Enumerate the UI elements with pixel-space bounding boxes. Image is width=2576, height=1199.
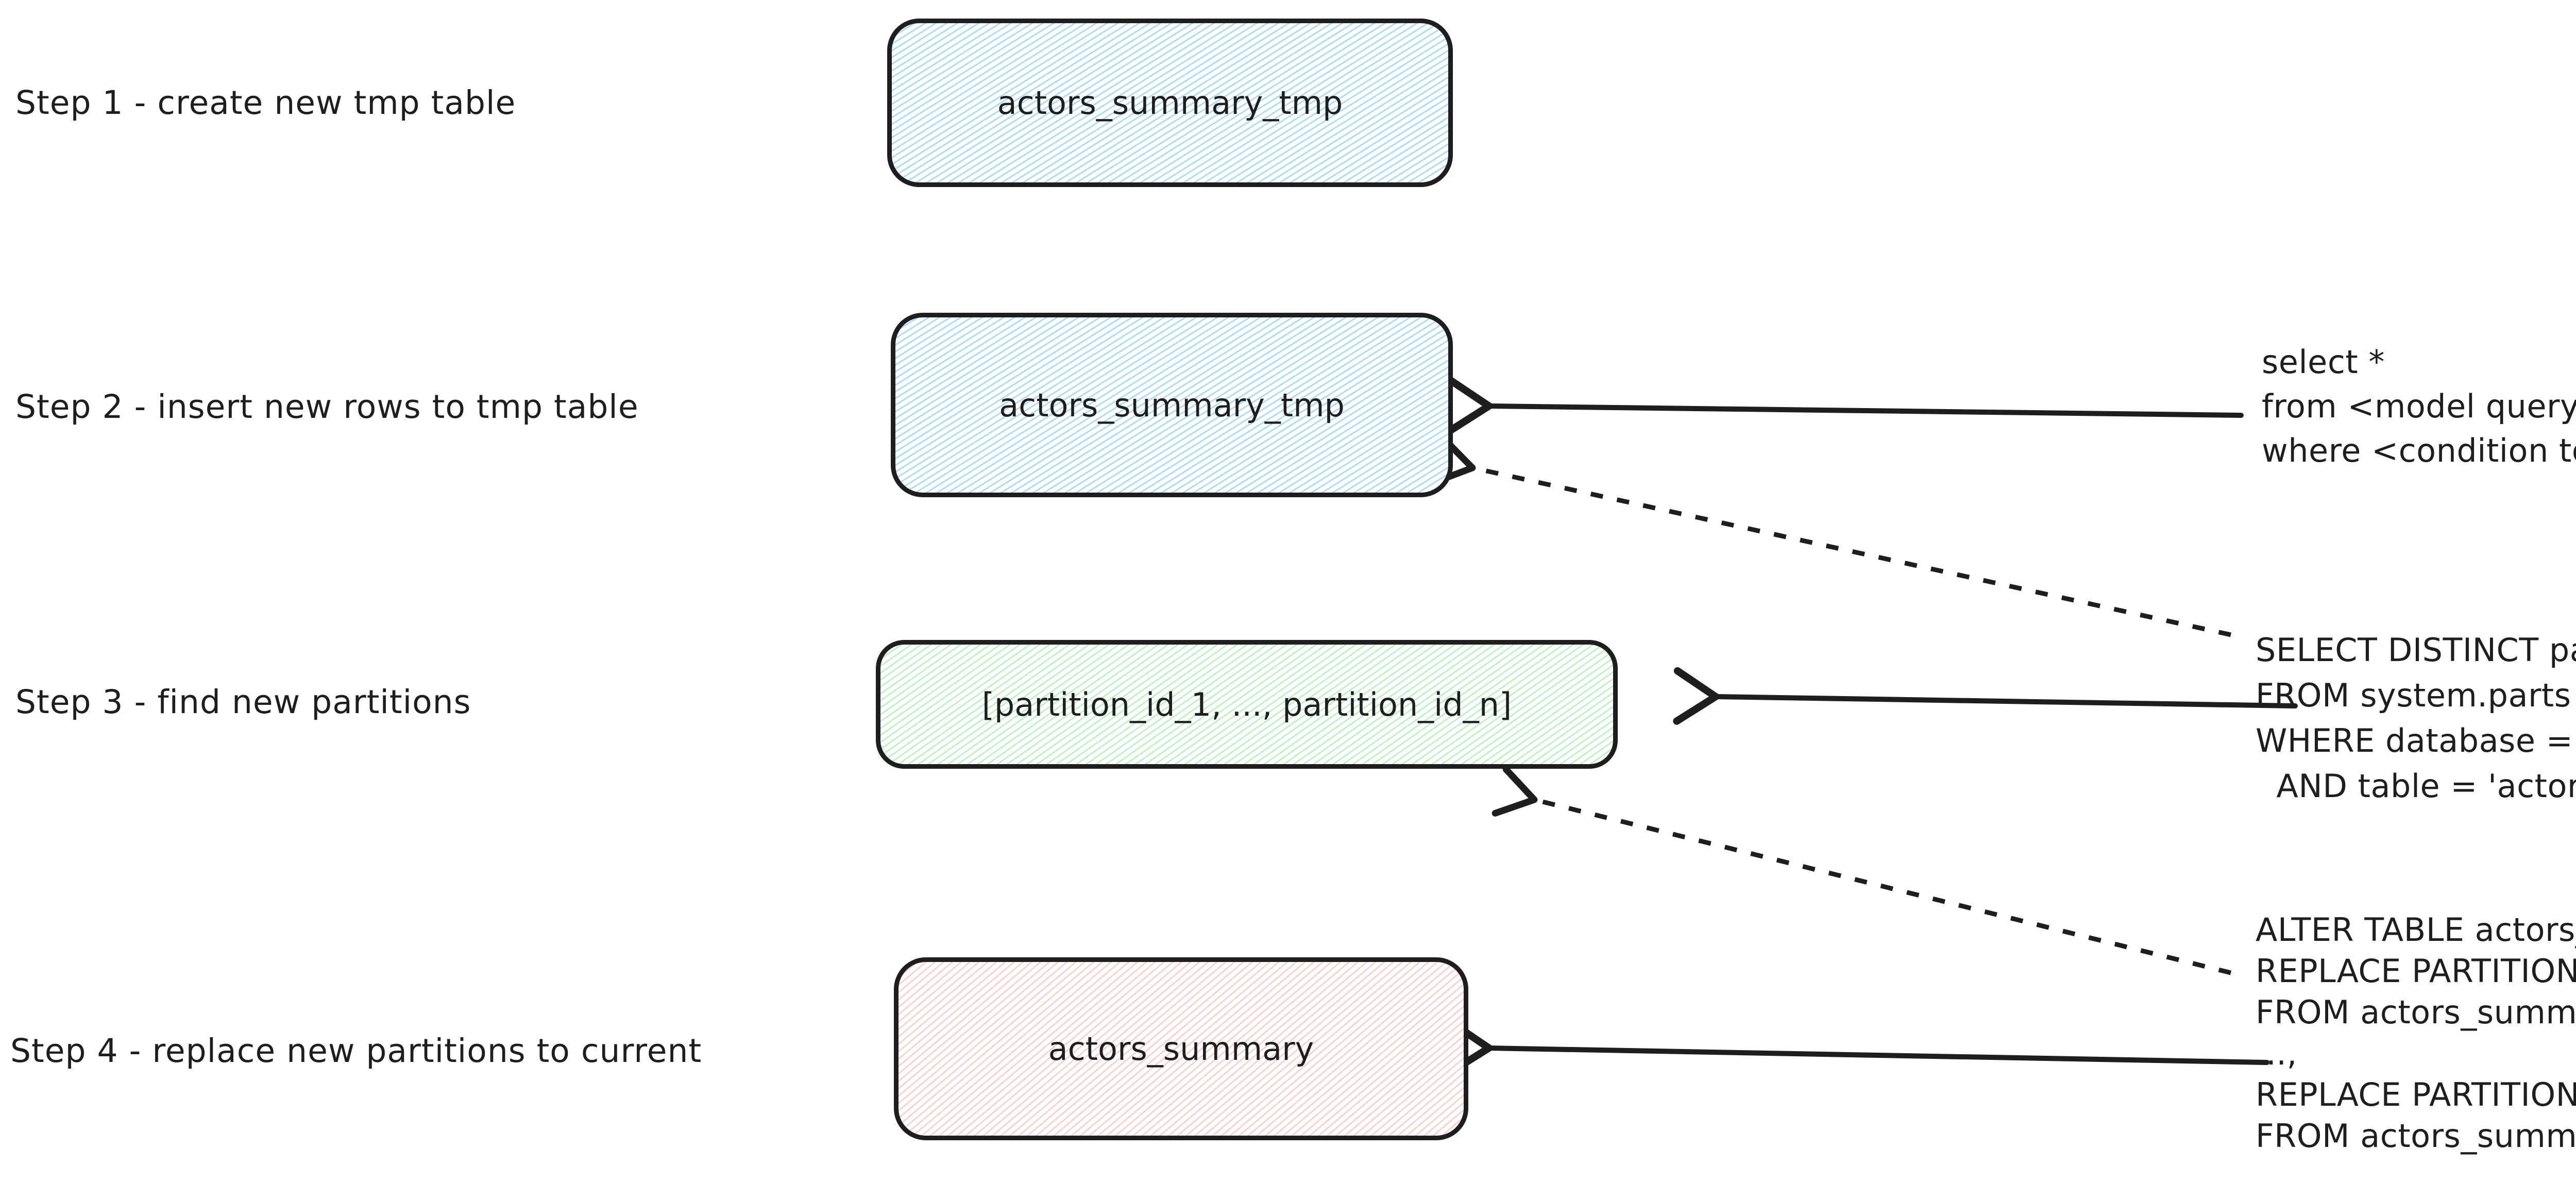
replace-query-code: ALTER TABLE actors_summary REPLACE PARTI… bbox=[2256, 909, 2576, 1157]
code-line: ALTER TABLE actors_summary bbox=[2256, 911, 2576, 949]
dashed-arrow-replace-query-to-partition-list bbox=[1492, 766, 2232, 975]
code-line: FROM actors_summary_tmp, bbox=[2256, 1117, 2576, 1155]
step-4-label: Step 4 - replace new partitions to curre… bbox=[10, 1032, 702, 1070]
code-line: REPLACE PARTITION partition_id_1 bbox=[2256, 952, 2576, 990]
arrow-partitions-query-to-partition-list bbox=[1673, 667, 2298, 725]
arrow-replace-query-to-current-table bbox=[1446, 1018, 2269, 1076]
code-line: from <model query> bbox=[2262, 387, 2576, 425]
step-2-label: Step 2 - insert new rows to tmp table bbox=[15, 388, 639, 426]
code-line: ..., bbox=[2256, 1035, 2297, 1072]
dashed-arrow-partitions-query-to-tmp-table bbox=[1430, 435, 2231, 637]
step-1-label: Step 1 - create new tmp table bbox=[15, 84, 516, 122]
code-line: where <condition to identify new> bbox=[2262, 432, 2576, 469]
arrow-insert-query-to-tmp-table bbox=[1446, 377, 2244, 434]
node-tmp-table-step1-label: actors_summary_tmp bbox=[997, 84, 1343, 122]
step-3-label: Step 3 - find new partitions bbox=[15, 683, 471, 721]
code-line: FROM system.parts bbox=[2256, 677, 2571, 714]
insert-query-code: select * from <model query> where <condi… bbox=[2262, 340, 2576, 473]
node-tmp-table-step1: actors_summary_tmp bbox=[887, 19, 1453, 187]
node-tmp-table-step2-label: actors_summary_tmp bbox=[999, 386, 1345, 424]
code-line: AND table = 'actors_summary_tmp' bbox=[2276, 767, 2576, 805]
code-line: FROM actors_summary_tmp, bbox=[2256, 993, 2576, 1031]
code-line: SELECT DISTINCT partition_id bbox=[2256, 631, 2576, 669]
node-current-table-label: actors_summary bbox=[1048, 1030, 1314, 1068]
code-line: WHERE database = <database> bbox=[2256, 722, 2573, 759]
code-line: select * bbox=[2262, 343, 2385, 381]
node-partition-list-label: [partition_id_1, ..., partition_id_n] bbox=[981, 685, 1512, 723]
partitions-query-code: SELECT DISTINCT partition_id FROM system… bbox=[2256, 628, 2576, 809]
code-line: REPLACE PARTITION partition_id_n bbox=[2256, 1076, 2576, 1113]
node-tmp-table-step2: actors_summary_tmp bbox=[891, 313, 1453, 497]
node-partition-list: [partition_id_1, ..., partition_id_n] bbox=[876, 640, 1618, 769]
node-current-table: actors_summary bbox=[894, 957, 1468, 1140]
